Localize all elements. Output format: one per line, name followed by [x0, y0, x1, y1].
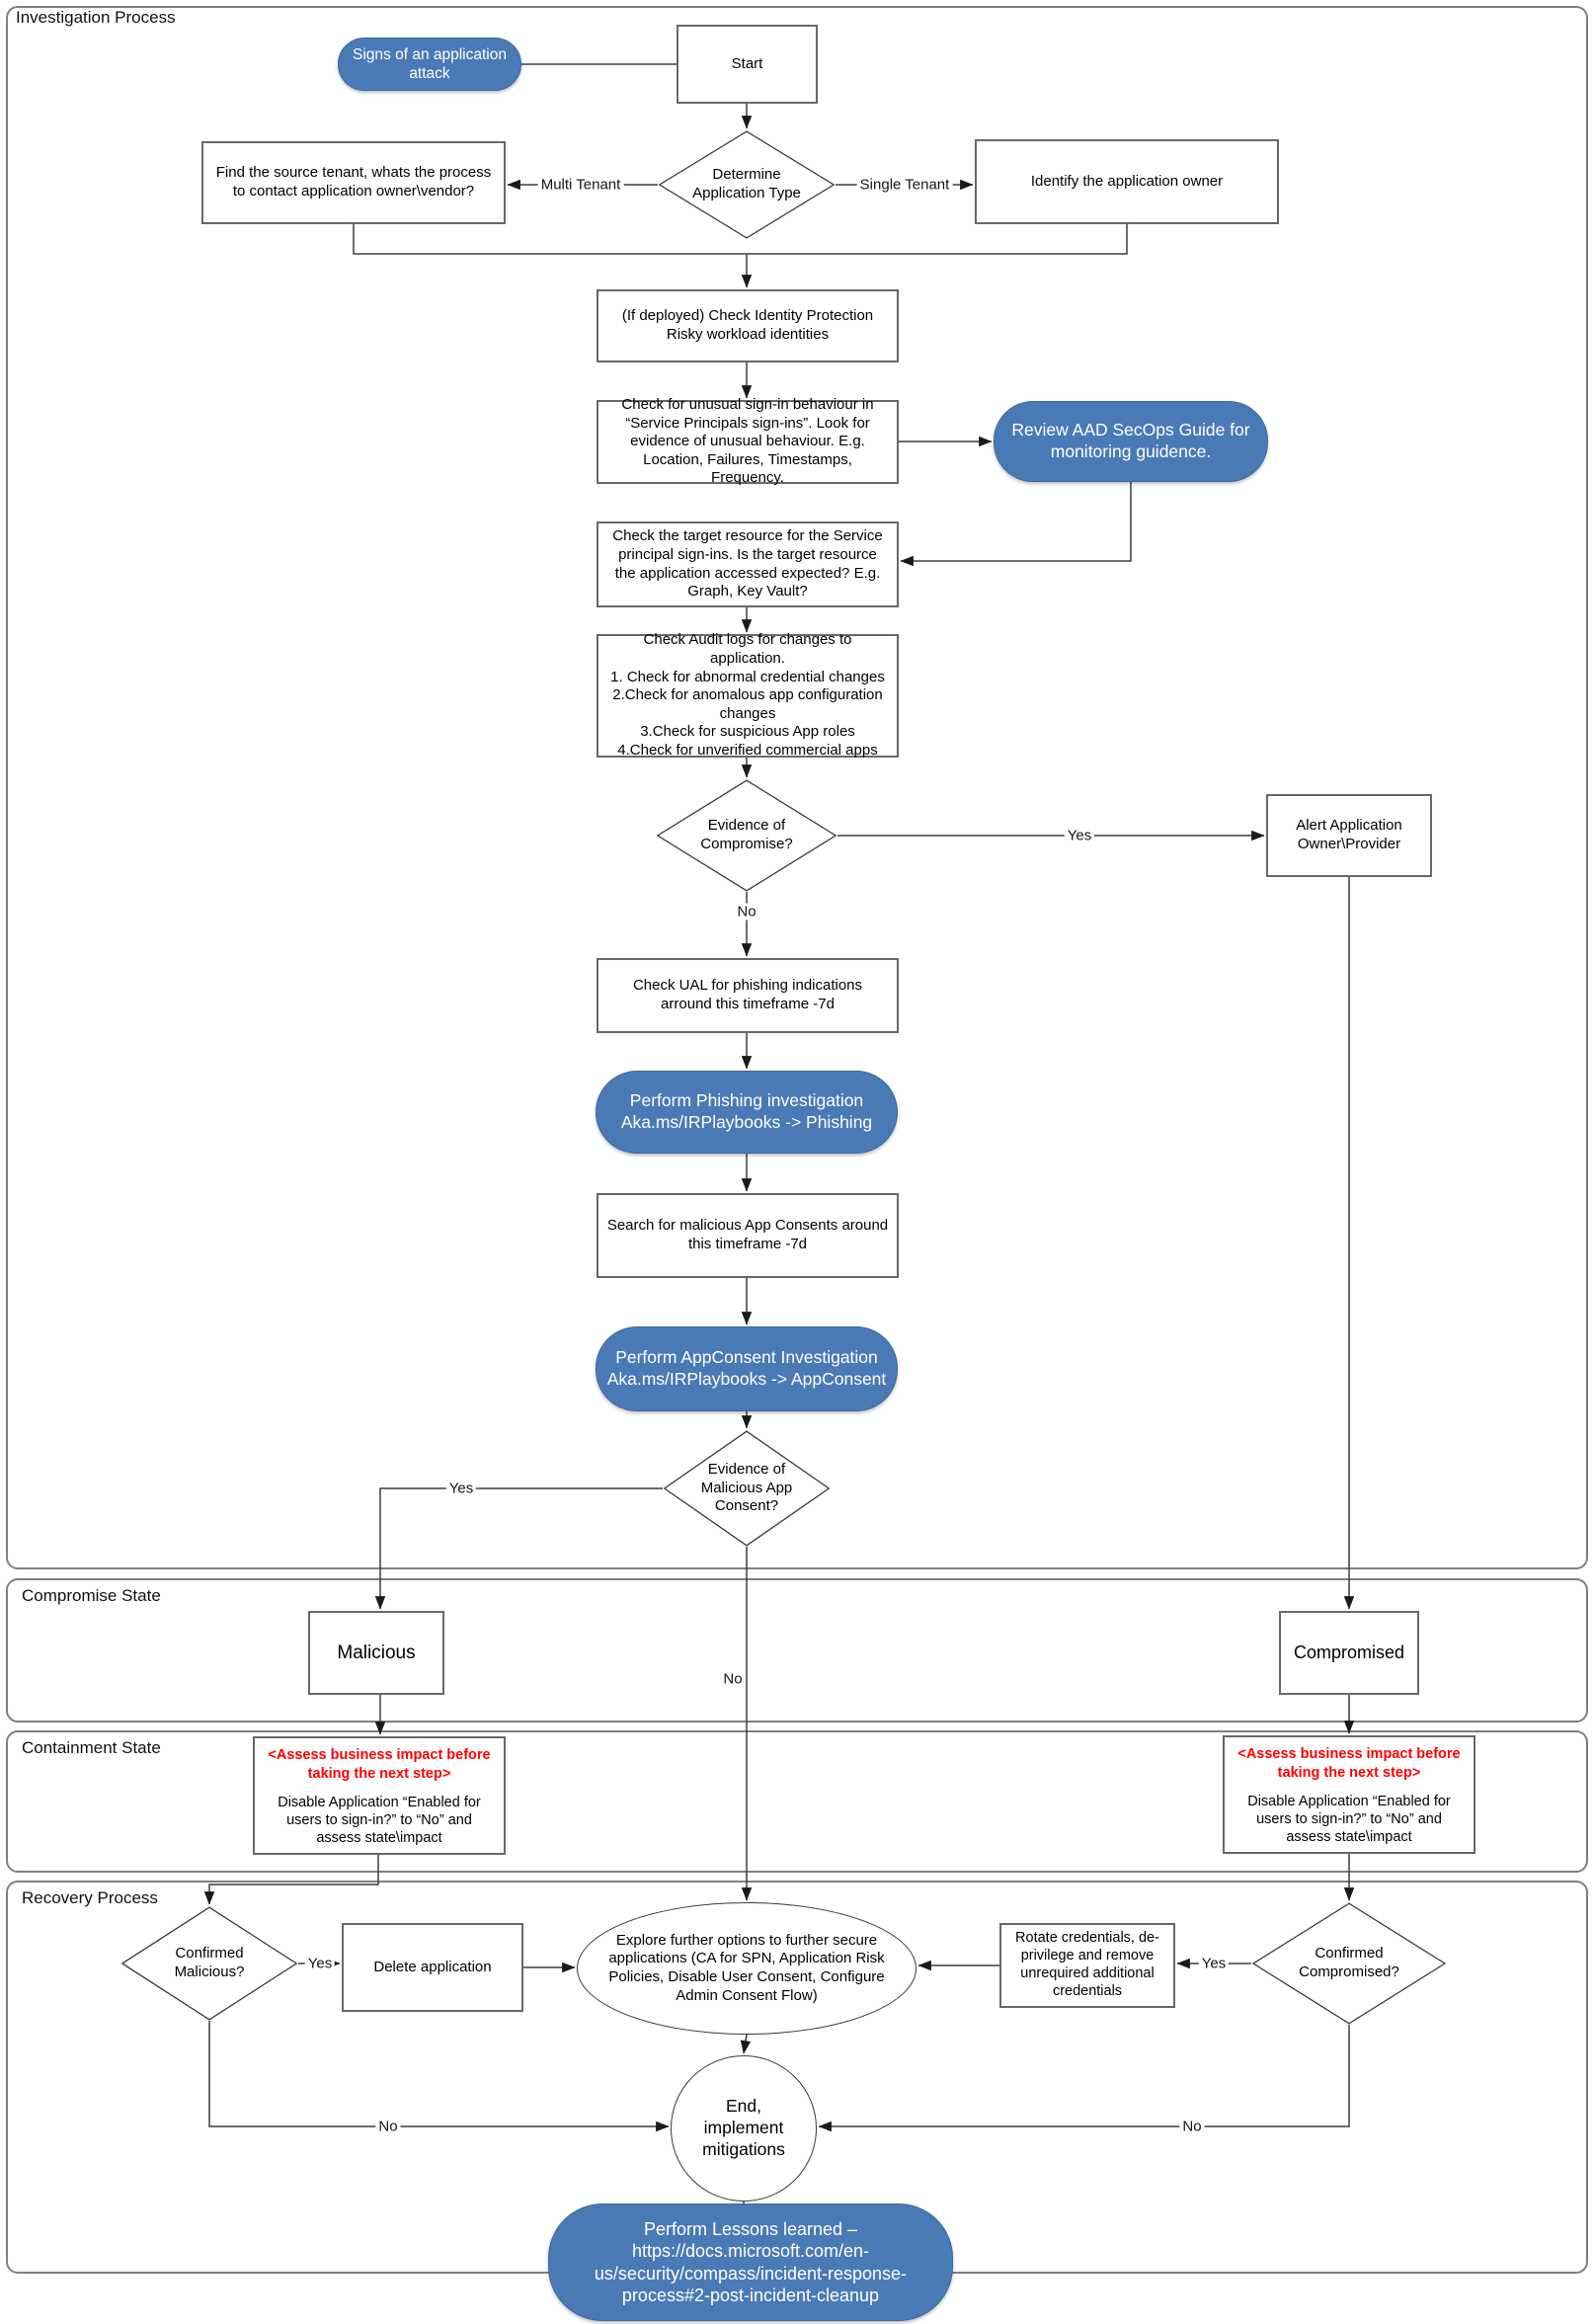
containment-warning: <Assess business impact before taking th… — [1237, 1746, 1461, 1781]
decision-label: Confirmed Malicious? — [174, 1945, 245, 1980]
step-rotate-credentials: Rotate credentials, de-privilege and rem… — [999, 1923, 1175, 2008]
step-label: (If deployed) Check Identity Protection … — [621, 307, 874, 343]
shape-label: Signs of an application attack — [353, 45, 507, 82]
diamond-shape — [1251, 1902, 1447, 2025]
step-label: Alert Application Owner\Provider — [1296, 817, 1402, 852]
edge-label-single-tenant: Single Tenant — [856, 176, 953, 194]
edge-consent-yes-malicious — [374, 1487, 663, 1610]
shape-perform-phishing-investigation: Perform Phishing investigation Aka.ms/IR… — [596, 1071, 898, 1154]
step-label: Rotate credentials, de-privilege and rem… — [1015, 1930, 1159, 1999]
decision-determine-application-type: Determine Application Type — [658, 130, 836, 239]
edge-label-consent-no: No — [720, 1670, 746, 1688]
shape-label: Perform AppConsent Investigation Aka.ms/… — [606, 1347, 887, 1389]
step-label: Check the target resource for the Servic… — [612, 527, 883, 601]
containment-warning: <Assess business impact before taking th… — [268, 1747, 491, 1782]
state-compromised: Compromised — [1279, 1611, 1419, 1695]
state-label: Malicious — [337, 1642, 416, 1663]
edge-label-compromise-no: No — [734, 903, 759, 921]
state-malicious: Malicious — [308, 1611, 444, 1695]
step-alert-application-owner: Alert Application Owner\Provider — [1266, 794, 1432, 877]
decision-label: Evidence of Compromise? — [700, 817, 793, 852]
shape-lessons-learned: Perform Lessons learned – https://docs.m… — [548, 2204, 953, 2321]
section-title-compromise: Compromise State — [22, 1586, 161, 1605]
section-title-containment: Containment State — [22, 1738, 161, 1757]
shape-label: Review AAD SecOps Guide for monitoring g… — [1011, 420, 1250, 461]
section-title-recovery: Recovery Process — [22, 1888, 158, 1907]
decision-evidence-malicious-app-consent: Evidence of Malicious App Consent? — [663, 1430, 831, 1547]
step-check-signin-behaviour: Check for unusual sign-in behaviour in “… — [597, 396, 899, 486]
step-search-malicious-app-consents: Search for malicious App Consents around… — [597, 1193, 899, 1278]
shape-perform-appconsent-investigation: Perform AppConsent Investigation Aka.ms/… — [596, 1326, 898, 1411]
step-label: Start — [731, 54, 763, 72]
step-label: Identify the application owner — [1030, 172, 1224, 190]
step-start: Start — [677, 25, 818, 104]
decision-evidence-of-compromise: Evidence of Compromise? — [656, 779, 837, 892]
containment-body: Disable Application “Enabled for users t… — [1247, 1793, 1451, 1845]
containment-body: Disable Application “Enabled for users t… — [278, 1794, 481, 1846]
decision-confirmed-malicious: Confirmed Malicious? — [120, 1906, 298, 2021]
shape-label: Perform Lessons learned – https://docs.m… — [594, 2218, 908, 2305]
step-label: Find the source tenant, whats the proces… — [215, 164, 492, 200]
diamond-shape — [663, 1430, 831, 1547]
diamond-shape — [658, 130, 836, 239]
step-containment-disable-right: <Assess business impact before taking th… — [1223, 1735, 1475, 1854]
edge-label-compromised-no: No — [1179, 2118, 1205, 2135]
step-check-target-resource: Check the target resource for the Servic… — [597, 521, 899, 607]
edge-label-multi-tenant: Multi Tenant — [537, 176, 624, 194]
step-delete-application: Delete application — [342, 1923, 523, 2012]
decision-label: Confirmed Compromised? — [1299, 1945, 1399, 1980]
step-label: Delete application — [373, 1958, 492, 1975]
edge-label-malicious-yes: Yes — [304, 1955, 336, 1972]
edge-label-malicious-no: No — [375, 2118, 401, 2135]
step-check-ual-phishing: Check UAL for phishing indications arrou… — [597, 958, 899, 1033]
step-label: Check UAL for phishing indications arrou… — [632, 977, 863, 1012]
terminator-label: End, implement mitigations — [702, 2096, 785, 2159]
diamond-shape — [656, 779, 837, 892]
section-investigation-process — [6, 6, 1588, 1569]
edge-explore-end — [740, 2034, 752, 2054]
step-identify-application-owner: Identify the application owner — [975, 139, 1279, 224]
decision-label: Evidence of Malicious App Consent? — [700, 1461, 793, 1515]
diamond-shape — [120, 1906, 298, 2021]
decision-confirmed-compromised: Confirmed Compromised? — [1251, 1902, 1447, 2025]
step-explore-further-options: Explore further options to further secur… — [577, 1902, 917, 2035]
state-label: Compromised — [1293, 1643, 1405, 1663]
edge-confmalicious-no-end — [208, 2021, 670, 2132]
section-compromise-state — [6, 1578, 1588, 1723]
section-containment-state — [6, 1730, 1588, 1873]
step-label: Explore further options to further secur… — [608, 1931, 885, 2004]
step-label: Check Audit logs for changes to applicat… — [610, 631, 885, 759]
shape-review-aad-secops: Review AAD SecOps Guide for monitoring g… — [994, 401, 1268, 482]
edge-containment-confmalicious — [203, 1855, 379, 1905]
edge-label-compromised-yes: Yes — [1198, 1955, 1230, 1972]
edge-identify-merge — [747, 224, 1128, 255]
step-label: Search for malicious App Consents around… — [606, 1217, 889, 1252]
step-find-source-tenant: Find the source tenant, whats the proces… — [201, 141, 506, 224]
shape-signs-of-attack: Signs of an application attack — [338, 38, 521, 91]
edge-confcompromised-no-end — [818, 2025, 1350, 2132]
shape-label: Perform Phishing investigation Aka.ms/IR… — [620, 1090, 873, 1132]
step-containment-disable-left: <Assess business impact before taking th… — [253, 1736, 506, 1855]
step-check-audit-logs: Check Audit logs for changes to applicat… — [597, 631, 899, 759]
terminator-end: End, implement mitigations — [671, 2055, 817, 2202]
edge-findsource-merge — [353, 224, 747, 255]
edge-label-consent-yes: Yes — [445, 1480, 477, 1497]
edge-label-compromise-yes: Yes — [1064, 827, 1095, 844]
decision-label: Determine Application Type — [692, 166, 801, 201]
step-label: Check for unusual sign-in behaviour in “… — [621, 396, 874, 487]
step-check-identity-protection: (If deployed) Check Identity Protection … — [597, 289, 899, 362]
section-title-investigation: Investigation Process — [16, 8, 176, 27]
edge-secops-target — [900, 482, 1132, 567]
